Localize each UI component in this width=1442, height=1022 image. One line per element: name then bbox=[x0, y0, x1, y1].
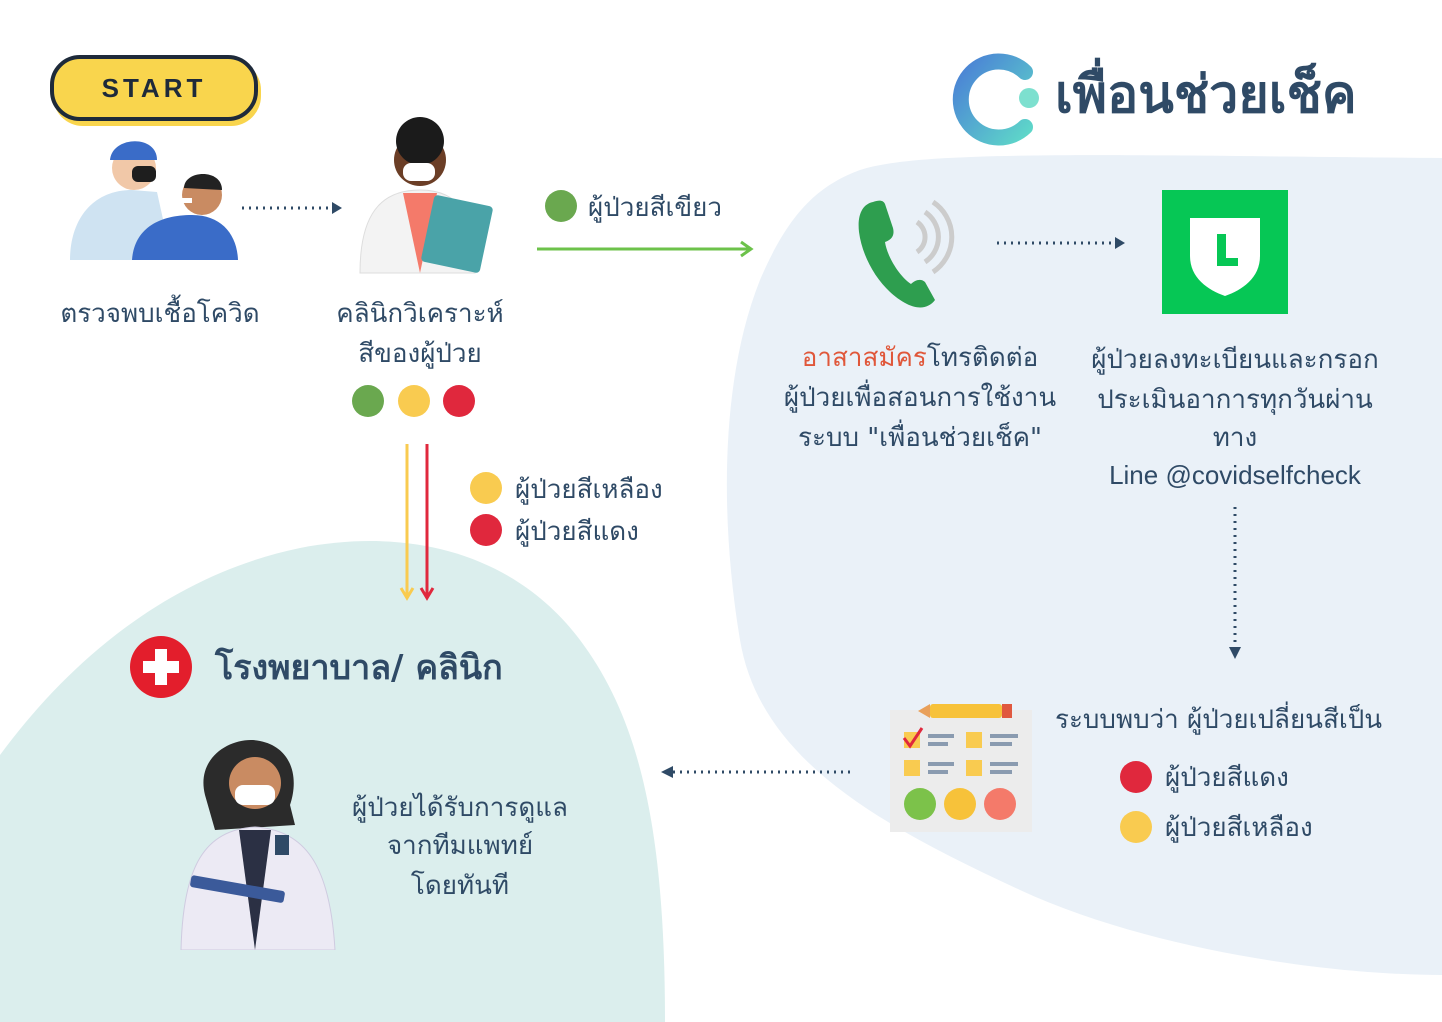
line-app-icon bbox=[1162, 190, 1288, 314]
register-label-line3: ทาง bbox=[1212, 423, 1258, 453]
register-label-line2: ประเมินอาการทุกวันผ่าน bbox=[1097, 385, 1373, 415]
brand-logo-icon bbox=[952, 53, 1039, 146]
red-dot bbox=[443, 385, 475, 417]
found-red-label: ผู้ป่วยสีแดง bbox=[1165, 763, 1289, 793]
doctor-icon bbox=[180, 739, 336, 950]
volunteer-label-line1: อาสาสมัครโทรติดต่อ bbox=[765, 338, 1075, 378]
found-yellow-dot bbox=[1120, 811, 1152, 843]
yellow-dot bbox=[398, 385, 430, 417]
start-button[interactable]: START bbox=[50, 55, 258, 121]
covid-test-icon bbox=[70, 141, 238, 260]
green-dot bbox=[352, 385, 384, 417]
clinic-label-line1: คลินิกวิเคราะห์ bbox=[336, 299, 504, 329]
phone-call-icon bbox=[858, 199, 955, 308]
hospital-cross-icon bbox=[130, 636, 192, 698]
yellow-patient-label: ผู้ป่วยสีเหลือง bbox=[515, 475, 663, 505]
yellow-red-arrows-down bbox=[399, 444, 435, 601]
blue-region bbox=[726, 155, 1442, 975]
detect-label: ตรวจพบเชื้อโควิด bbox=[60, 299, 260, 329]
green-patient-label: ผู้ป่วยสีเขียว bbox=[588, 193, 722, 223]
red-patient-label: ผู้ป่วยสีแดง bbox=[515, 517, 639, 547]
green-arrow bbox=[537, 240, 754, 258]
care-label-line3: โดยทันที bbox=[410, 871, 510, 901]
volunteer-label-line2: ผู้ป่วยเพื่อสอนการใช้งาน bbox=[783, 383, 1057, 413]
brand-title: เพื่อนช่วยเช็ค bbox=[1055, 65, 1357, 125]
dotted-arrow-line-to-system bbox=[1229, 507, 1241, 659]
line-account-label: Line @covidselfcheck bbox=[1109, 460, 1361, 490]
clinic-label-line2: สีของผู้ป่วย bbox=[358, 339, 482, 369]
dotted-arrow-phone-to-line bbox=[997, 237, 1125, 249]
found-red-dot bbox=[1120, 761, 1152, 793]
found-yellow-label: ผู้ป่วยสีเหลือง bbox=[1165, 813, 1313, 843]
doctor-clipboard-icon bbox=[359, 117, 493, 274]
care-label-line1: ผู้ป่วยได้รับการดูแล bbox=[352, 793, 568, 823]
hospital-title: โรงพยาบาล/ คลินิก bbox=[215, 648, 503, 688]
yellow-patient-dot bbox=[470, 472, 502, 504]
dotted-arrow-system-to-hospital bbox=[661, 766, 855, 778]
volunteer-label-line3: ระบบ "เพื่อนช่วยเช็ค" bbox=[798, 423, 1042, 453]
dotted-arrow-detect-to-clinic bbox=[242, 202, 342, 214]
volunteer-rest: โทรติดต่อ bbox=[926, 343, 1039, 373]
volunteer-highlight: อาสาสมัคร bbox=[801, 343, 927, 373]
register-label-line1: ผู้ป่วยลงทะเบียนและกรอก bbox=[1091, 345, 1379, 375]
checklist-icon bbox=[890, 704, 1032, 832]
care-label-line2: จากทีมแพทย์ bbox=[386, 831, 534, 861]
red-patient-dot bbox=[470, 514, 502, 546]
system-found-label: ระบบพบว่า ผู้ป่วยเปลี่ยนสีเป็น bbox=[1055, 705, 1382, 735]
green-patient-dot bbox=[545, 190, 577, 222]
